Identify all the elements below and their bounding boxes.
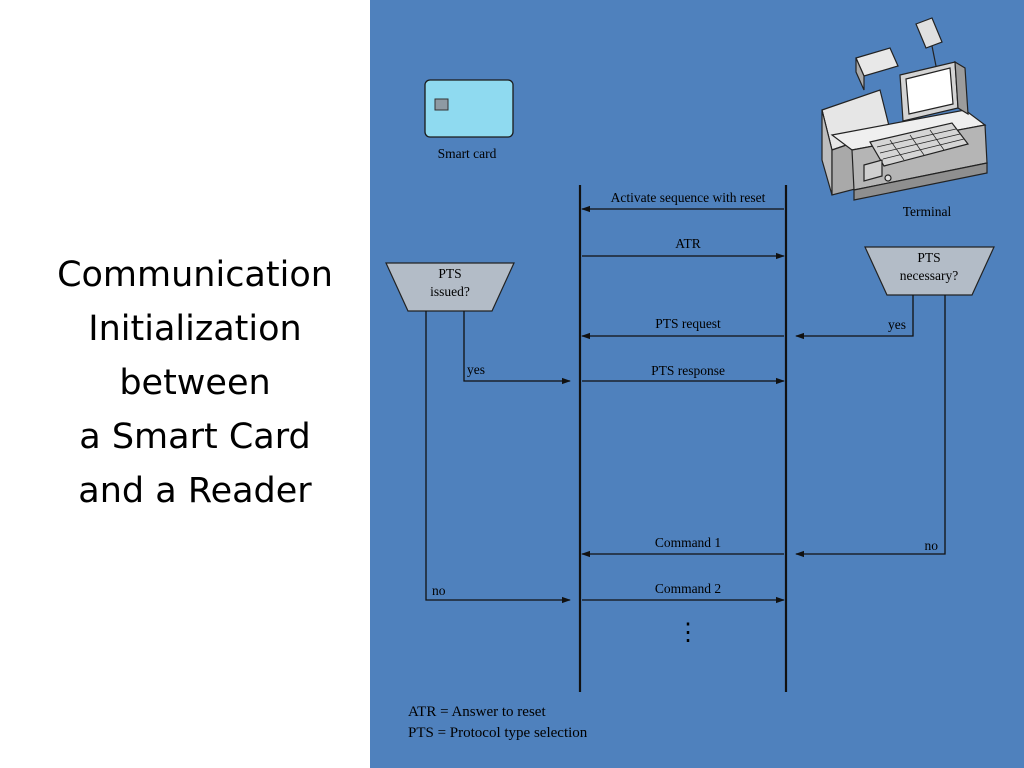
pts-issued-line1: PTS [438, 266, 461, 281]
title-line: between [119, 363, 271, 403]
terminal-icon [821, 17, 988, 201]
pts-necessary-line1: PTS [917, 250, 940, 265]
continuation-dots: ⋮ [676, 620, 700, 646]
title-line: Initialization [88, 309, 302, 349]
command2-label: Command 2 [655, 581, 721, 596]
pts-response-label: PTS response [651, 363, 725, 378]
left-no-label: no [432, 583, 446, 598]
left-yes-label: yes [467, 362, 485, 377]
smart-card-label: Smart card [438, 146, 497, 161]
sequence-diagram: Smart card Terminal PTS issued? PTS nece… [370, 0, 1024, 768]
slide-title: Communication Initialization between a S… [30, 248, 360, 518]
command1-label: Command 1 [655, 535, 721, 550]
legend-pts: PTS = Protocol type selection [408, 725, 588, 741]
right-no-branch [795, 295, 946, 558]
smart-card-icon [424, 79, 514, 138]
pts-request-label: PTS request [655, 316, 721, 331]
right-yes-label: yes [888, 317, 906, 332]
title-line: a Smart Card [79, 417, 311, 457]
activate-label: Activate sequence with reset [611, 190, 766, 205]
pts-issued-decision [385, 262, 515, 312]
left-yes-branch [463, 311, 571, 385]
pts-necessary-decision [864, 246, 995, 296]
pts-necessary-line2: necessary? [900, 268, 958, 283]
terminal-label: Terminal [903, 204, 952, 219]
legend-atr: ATR = Answer to reset [408, 704, 546, 720]
right-no-label: no [925, 538, 939, 553]
title-line: Communication [57, 255, 333, 295]
atr-label: ATR [675, 236, 701, 251]
pts-issued-line2: issued? [430, 284, 470, 299]
left-no-branch [425, 311, 571, 604]
right-yes-branch [795, 295, 914, 340]
title-line: and a Reader [78, 471, 312, 511]
